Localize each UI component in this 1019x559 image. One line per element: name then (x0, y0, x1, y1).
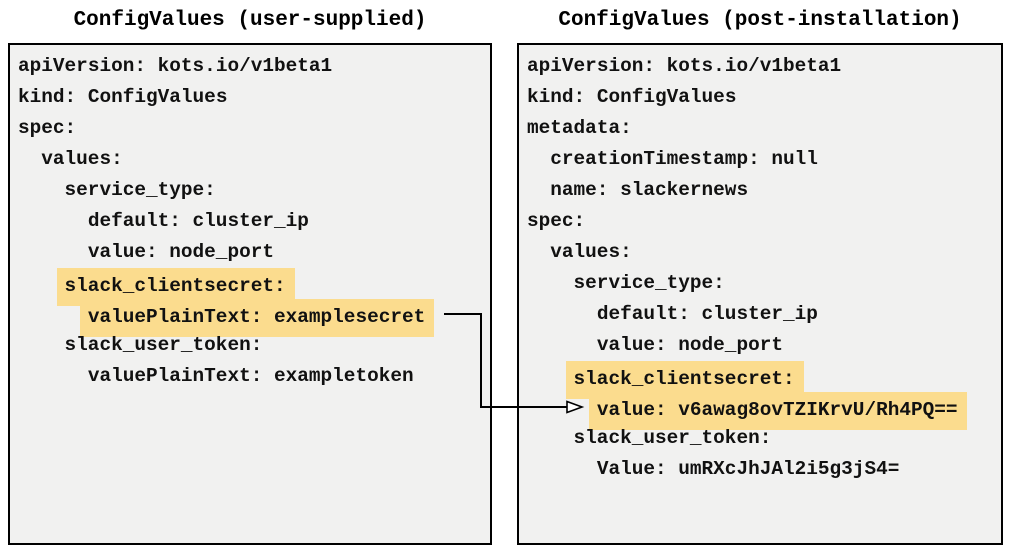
code-text: default: cluster_ip (87, 210, 309, 232)
code-text: value: node_port (87, 241, 274, 263)
code-line: name: slackernews (527, 175, 1001, 206)
code-text: valuePlainText: examplesecret (79, 299, 435, 337)
code-line: spec: (527, 206, 1001, 237)
post-installation-config-panel: apiVersion: kots.io/v1beta1 kind: Config… (517, 43, 1003, 545)
code-line: valuePlainText: exampletoken (18, 361, 490, 392)
code-text: service_type: (573, 272, 725, 294)
code-text: creationTimestamp: null (550, 148, 818, 170)
code-text: name: slackernews (550, 179, 749, 201)
code-text: service_type: (64, 179, 216, 201)
code-line: slack_clientsecret: (527, 361, 1001, 399)
code-line: kind: ConfigValues (527, 82, 1001, 113)
code-text: value: v6awag8ovTZIKrvU/Rh4PQ== (588, 392, 967, 430)
code-line: value: v6awag8ovTZIKrvU/Rh4PQ== (527, 392, 1001, 430)
code-line: values: (527, 237, 1001, 268)
left-panel-title: ConfigValues (user-supplied) (73, 9, 427, 32)
code-text: valuePlainText: exampletoken (87, 365, 414, 387)
code-line: service_type: (527, 268, 1001, 299)
code-text: default: cluster_ip (596, 303, 818, 325)
code-text: spec: (527, 210, 586, 232)
code-text: slack_user_token: (573, 427, 772, 449)
code-line: Value: umRXcJhJAl2i5g3jS4= (527, 454, 1001, 485)
code-line: default: cluster_ip (18, 206, 490, 237)
code-line: metadata: (527, 113, 1001, 144)
code-line: value: node_port (18, 237, 490, 268)
code-line: kind: ConfigValues (18, 82, 490, 113)
code-line: spec: (18, 113, 490, 144)
code-text: kind: ConfigValues (527, 86, 737, 108)
code-text: values: (550, 241, 632, 263)
code-text: value: node_port (596, 334, 783, 356)
code-line: creationTimestamp: null (527, 144, 1001, 175)
user-supplied-config-panel: apiVersion: kots.io/v1beta1 kind: Config… (8, 43, 492, 545)
code-text: apiVersion: kots.io/v1beta1 (527, 55, 842, 77)
code-line: apiVersion: kots.io/v1beta1 (527, 51, 1001, 82)
code-text: metadata: (527, 117, 632, 139)
code-line: values: (18, 144, 490, 175)
code-line: valuePlainText: examplesecret (18, 299, 490, 337)
code-text: kind: ConfigValues (18, 86, 228, 108)
code-text: Value: umRXcJhJAl2i5g3jS4= (596, 458, 900, 480)
code-text: apiVersion: kots.io/v1beta1 (18, 55, 333, 77)
code-text: values: (41, 148, 123, 170)
code-line: value: node_port (527, 330, 1001, 361)
code-line: default: cluster_ip (527, 299, 1001, 330)
code-line: service_type: (18, 175, 490, 206)
code-text: spec: (18, 117, 77, 139)
code-text: slack_user_token: (64, 334, 263, 356)
code-line: slack_clientsecret: (18, 268, 490, 306)
code-line: slack_user_token: (527, 423, 1001, 454)
code-line: slack_user_token: (18, 330, 490, 361)
code-line: apiVersion: kots.io/v1beta1 (18, 51, 490, 82)
right-panel-title: ConfigValues (post-installation) (558, 9, 962, 32)
